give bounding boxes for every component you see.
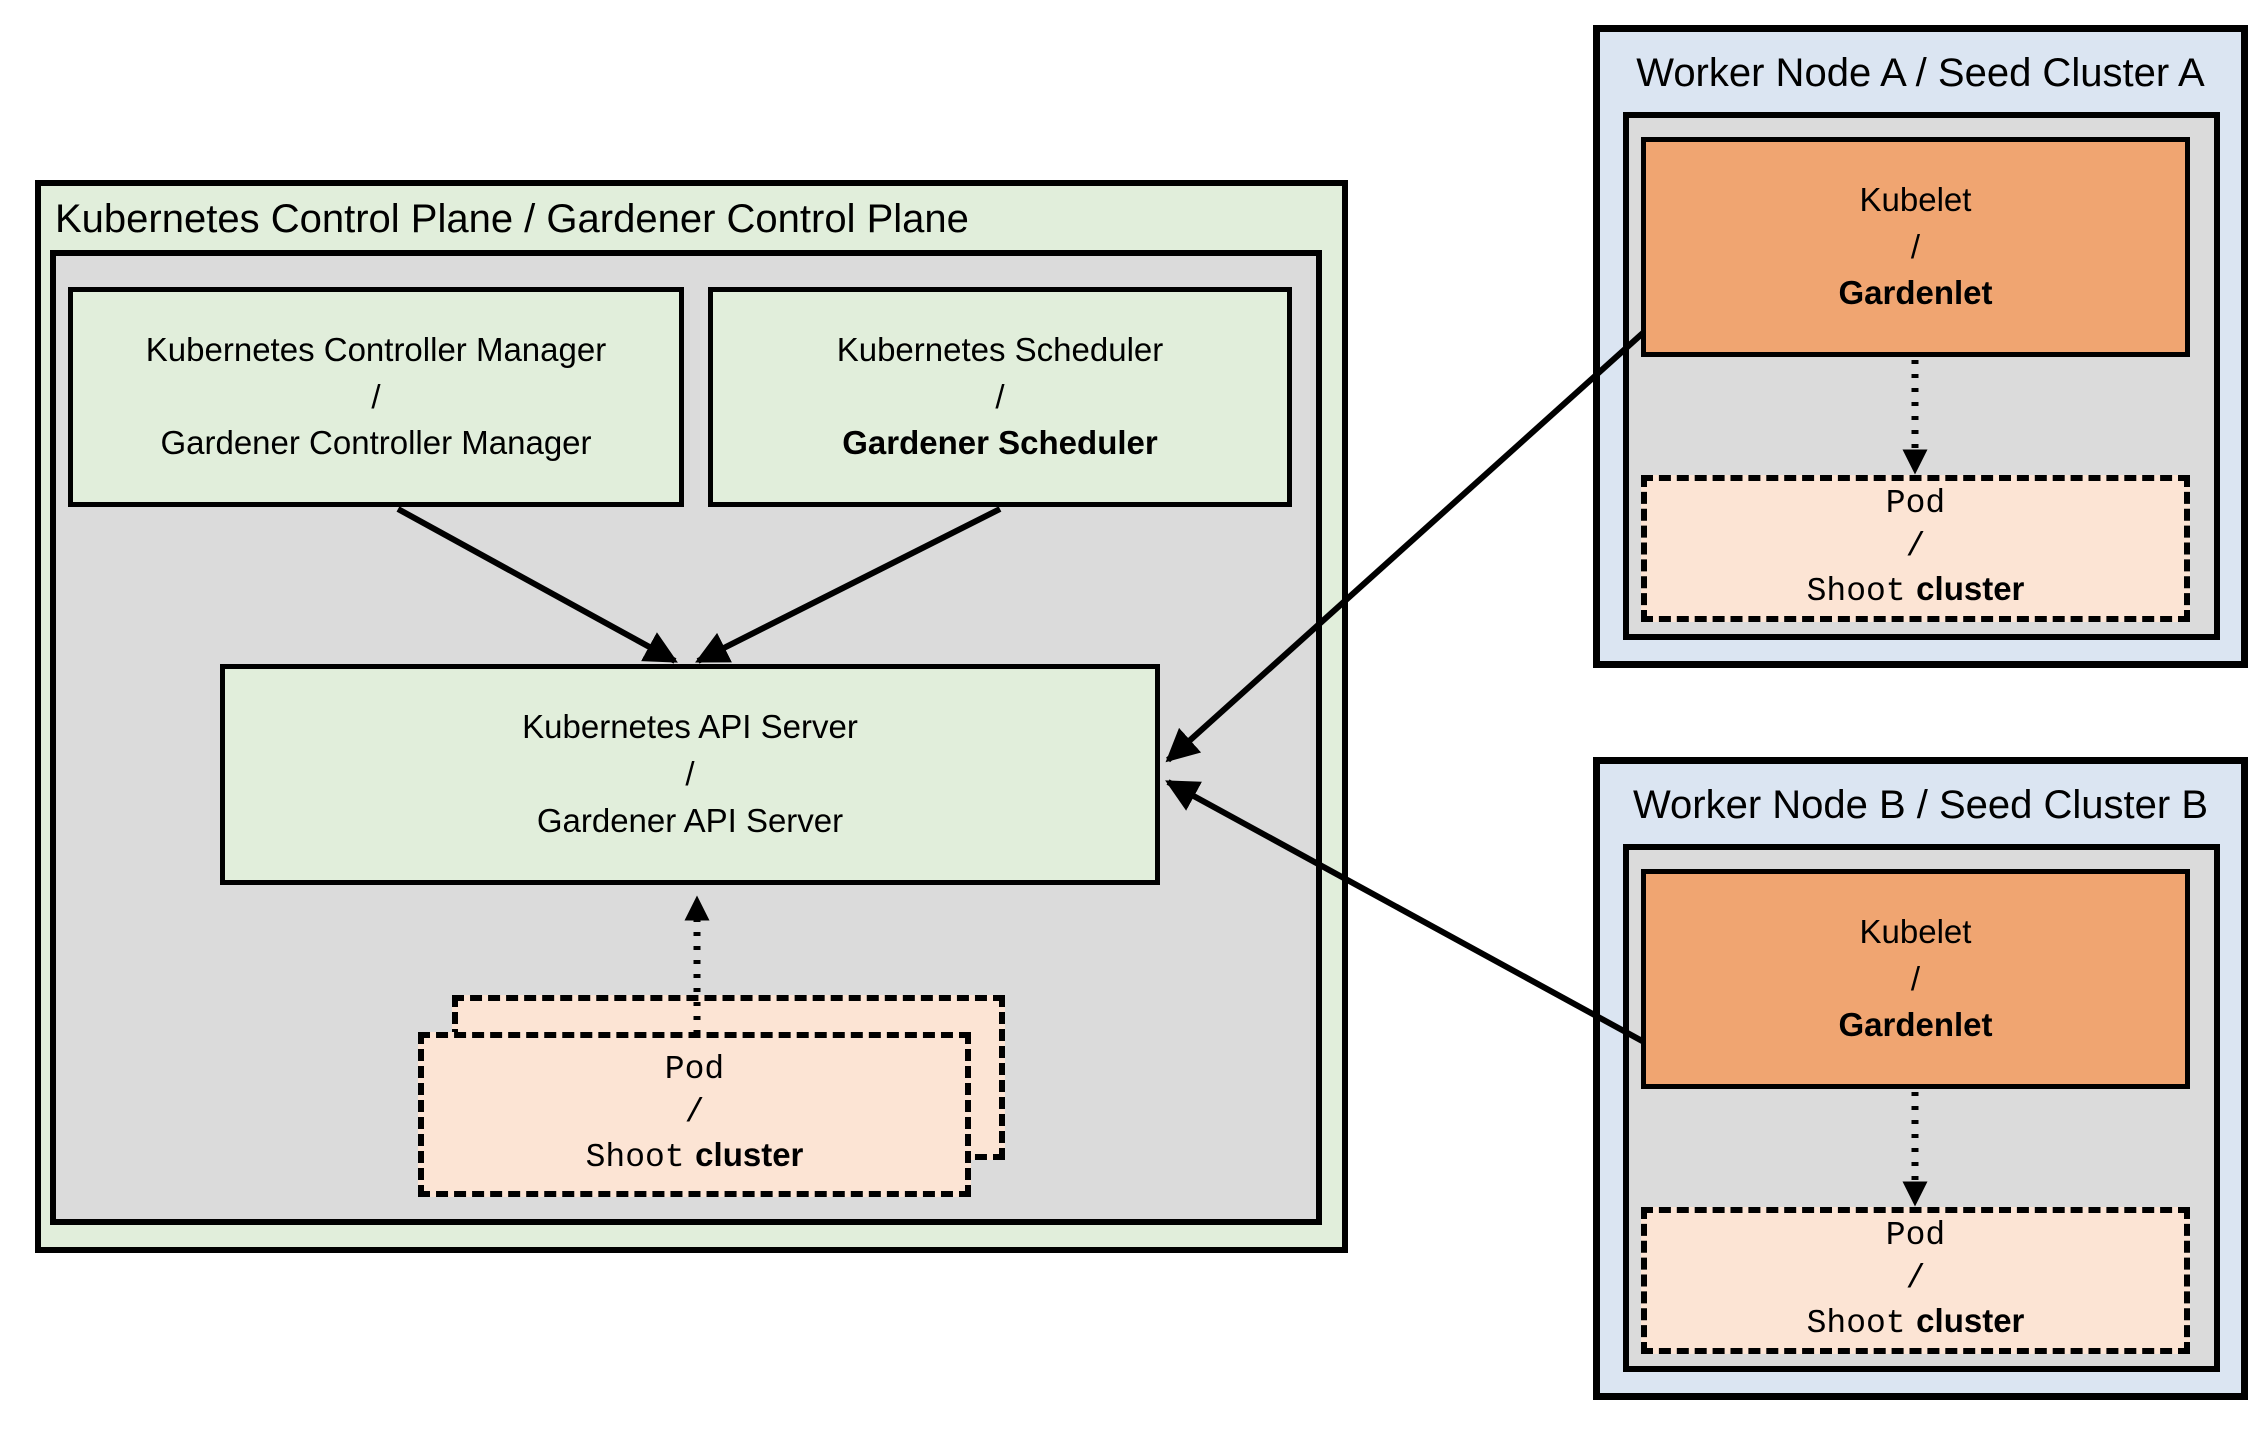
kubelet-b-line2: Gardenlet xyxy=(1838,1006,1993,1044)
api-server-box: Kubernetes API Server / Gardener API Ser… xyxy=(220,664,1160,885)
worker-node-b-kubelet-box: Kubelet / Gardenlet xyxy=(1641,869,2190,1089)
worker-node-a-kubelet-box: Kubelet / Gardenlet xyxy=(1641,137,2190,357)
kubelet-a-line1: Kubelet xyxy=(1859,180,1972,218)
worker-node-a-pod-box: Pod / Shoot cluster xyxy=(1641,475,2190,622)
kubelet-a-separator: / xyxy=(1910,227,1921,265)
controller-manager-line2: Gardener Controller Manager xyxy=(160,424,592,462)
pod-a-line2: Shoot cluster xyxy=(1807,568,2025,614)
worker-node-b-pod-box: Pod / Shoot cluster xyxy=(1641,1207,2190,1354)
scheduler-separator: / xyxy=(995,377,1005,415)
control-plane-panel: Kubernetes Controller Manager / Gardener… xyxy=(50,250,1322,1225)
worker-node-a-title: Worker Node A / Seed Cluster A xyxy=(1600,32,2241,114)
api-server-separator: / xyxy=(685,755,695,793)
pod-stack-line2: Shoot cluster xyxy=(586,1134,804,1180)
worker-node-b-box: Worker Node B / Seed Cluster B Kubelet /… xyxy=(1593,757,2248,1400)
pod-stack-line1: Pod xyxy=(664,1050,725,1088)
pod-stack-separator: / xyxy=(684,1093,705,1131)
api-server-line1: Kubernetes API Server xyxy=(522,708,858,746)
pod-b-line2: Shoot cluster xyxy=(1807,1300,2025,1346)
kubelet-a-line2: Gardenlet xyxy=(1838,274,1993,312)
kubelet-b-line1: Kubelet xyxy=(1859,912,1972,950)
worker-node-a-panel: Kubelet / Gardenlet Pod / Shoot cluster xyxy=(1623,112,2220,640)
worker-node-b-title: Worker Node B / Seed Cluster B xyxy=(1600,764,2241,846)
worker-node-b-panel: Kubelet / Gardenlet Pod / Shoot cluster xyxy=(1623,844,2220,1372)
pod-a-line1: Pod xyxy=(1885,484,1946,522)
worker-node-a-box: Worker Node A / Seed Cluster A Kubelet /… xyxy=(1593,25,2248,668)
pod-a-shoot-text: Shoot xyxy=(1806,573,1906,611)
worker-node-b-title-text: Worker Node B / Seed Cluster B xyxy=(1632,782,2209,827)
pod-b-cluster-text: cluster xyxy=(1916,1302,2025,1340)
controller-manager-line1: Kubernetes Controller Manager xyxy=(145,330,607,368)
pod-b-separator: / xyxy=(1905,1259,1926,1297)
scheduler-line1: Kubernetes Scheduler xyxy=(836,330,1164,368)
pod-a-separator: / xyxy=(1905,527,1926,565)
api-server-line2: Gardener API Server xyxy=(536,801,844,839)
pod-stack-front-box: Pod / Shoot cluster xyxy=(418,1032,971,1197)
scheduler-line2: Gardener Scheduler xyxy=(842,424,1158,462)
control-plane-title: Kubernetes Control Plane / Gardener Cont… xyxy=(55,188,969,250)
pod-b-shoot-text: Shoot xyxy=(1806,1305,1906,1343)
pod-stack-shoot-text: Shoot xyxy=(585,1139,685,1177)
controller-manager-box: Kubernetes Controller Manager / Gardener… xyxy=(68,287,684,507)
controller-manager-separator: / xyxy=(371,377,381,415)
worker-node-a-title-text: Worker Node A / Seed Cluster A xyxy=(1636,50,2205,95)
control-plane-box: Kubernetes Control Plane / Gardener Cont… xyxy=(35,180,1348,1253)
pod-b-line1: Pod xyxy=(1885,1216,1946,1254)
pod-a-cluster-text: cluster xyxy=(1916,570,2025,608)
control-plane-title-text: Kubernetes Control Plane / Gardener Cont… xyxy=(55,196,969,241)
scheduler-box: Kubernetes Scheduler / Gardener Schedule… xyxy=(708,287,1292,507)
kubelet-b-separator: / xyxy=(1910,959,1921,997)
pod-stack-cluster-text: cluster xyxy=(695,1136,804,1174)
